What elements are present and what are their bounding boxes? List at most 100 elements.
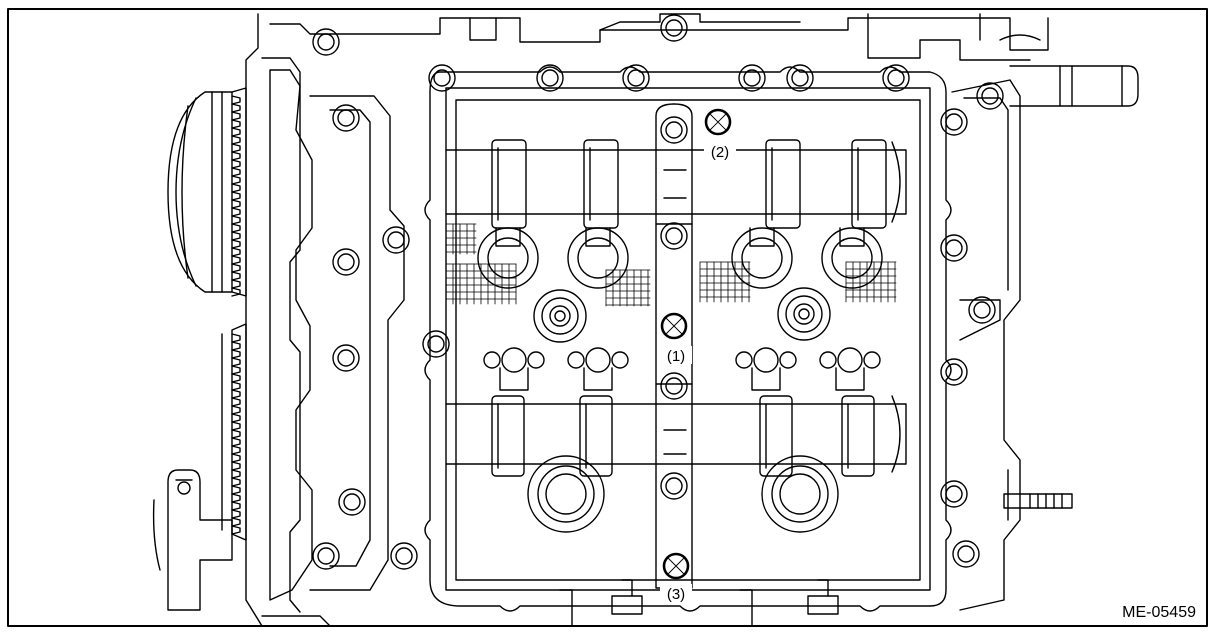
sprocket-tooth — [231, 199, 241, 209]
bolt — [332, 344, 360, 372]
valve-retainer — [501, 347, 527, 373]
sprocket-tooth — [231, 239, 241, 249]
sprocket-tooth — [231, 111, 241, 121]
valve-buckets — [477, 227, 883, 391]
hatch-regions — [445, 223, 897, 307]
sprocket-tooth — [231, 341, 241, 351]
sprocket-tooth — [231, 429, 241, 439]
sprocket-tooth — [231, 143, 241, 153]
rocker-pivot — [735, 351, 753, 369]
sprocket-tooth — [231, 223, 241, 233]
rocker-tip — [495, 227, 521, 247]
sprocket-tooth — [231, 445, 241, 455]
rocker-pivot — [779, 351, 797, 369]
sprocket-tooth — [231, 95, 241, 105]
bolt — [390, 542, 418, 570]
sprocket-tooth — [231, 381, 241, 391]
rocker-tip — [749, 227, 775, 247]
callout-label-3: (3) — [667, 586, 685, 603]
cylinder-head-casting — [245, 13, 1049, 627]
cam-lobes — [491, 139, 887, 477]
bolt — [882, 64, 910, 92]
bolt — [660, 372, 688, 400]
chamber-ring — [545, 473, 587, 515]
rocker-pivot — [527, 351, 545, 369]
bolt — [312, 542, 340, 570]
sprocket-tooth — [231, 183, 241, 193]
bolt — [338, 488, 366, 516]
bolt — [660, 116, 688, 144]
spark-plug-ring — [793, 303, 815, 325]
bolts — [312, 14, 1004, 570]
sprocket-tooth — [231, 103, 241, 113]
sprocket-tooth — [231, 191, 241, 201]
water-pipe — [1009, 65, 1139, 107]
rocker-pivot — [611, 351, 629, 369]
spark-plug-ring — [541, 297, 579, 335]
rocker-pivot — [567, 351, 585, 369]
bolt — [382, 226, 410, 254]
sprocket-tooth — [231, 207, 241, 217]
sprocket-tooth — [231, 215, 241, 225]
sprocket-tooth — [231, 413, 241, 423]
cam-lobe — [841, 395, 875, 477]
sprocket-tooth — [231, 279, 241, 289]
sprocket-tooth — [231, 525, 241, 535]
bolt — [312, 28, 340, 56]
valve-bucket — [477, 227, 539, 289]
chamber-ring — [779, 473, 821, 515]
sprocket-tooth — [231, 159, 241, 169]
callout-label-2: (2) — [711, 144, 729, 161]
center-bearing-bracket — [655, 103, 693, 589]
gasket-channel — [424, 66, 952, 612]
cam-lobe — [759, 395, 793, 477]
bolt — [940, 480, 968, 508]
cam-lobe — [579, 395, 613, 477]
bolt — [738, 64, 766, 92]
rocker-arm — [835, 367, 865, 391]
sprocket-tooth — [231, 389, 241, 399]
figure-border — [7, 8, 1208, 627]
spark-plug-ring — [785, 295, 823, 333]
sprocket-tooth — [231, 373, 241, 383]
sprocket-tooth — [231, 175, 241, 185]
sprocket-tooth — [231, 517, 241, 527]
bolt — [968, 296, 996, 324]
stud-bolt — [1003, 493, 1073, 509]
sprocket-tooth — [231, 255, 241, 265]
valve-retainer — [753, 347, 779, 373]
chain-housing-left — [269, 69, 405, 601]
valve-bucket — [821, 227, 883, 289]
combustion-chamber — [527, 455, 605, 533]
valve-retainer — [585, 347, 611, 373]
valve-bucket — [731, 227, 793, 289]
spark-plug-well — [533, 289, 587, 343]
rocker-arm — [751, 367, 781, 391]
sprocket-tooth — [231, 287, 241, 297]
bottom-studs — [559, 579, 839, 627]
bolt — [332, 248, 360, 276]
sprocket-teeth — [231, 95, 241, 535]
sprocket-tooth — [231, 493, 241, 503]
spark-plug-well — [777, 287, 831, 341]
rocker-tip — [585, 227, 611, 247]
sprocket-tooth — [231, 501, 241, 511]
sprocket-tooth — [231, 357, 241, 367]
cam-lobe — [491, 395, 525, 477]
sprocket-tooth — [231, 485, 241, 495]
rocker-pivot — [863, 351, 881, 369]
sprocket-tooth — [231, 333, 241, 343]
spark-plug-wells — [533, 287, 831, 343]
upper-camshaft — [445, 141, 907, 223]
rocker-pivot — [483, 351, 501, 369]
callout-label-1: (1) — [667, 348, 685, 365]
bolt — [660, 472, 688, 500]
spark-plug-ring — [554, 310, 566, 322]
sprocket-tooth — [231, 365, 241, 375]
rocker-tip — [839, 227, 865, 247]
bolt — [536, 64, 564, 92]
sprocket-tooth — [231, 127, 241, 137]
sprocket-tooth — [231, 231, 241, 241]
sprocket-tooth — [231, 437, 241, 447]
